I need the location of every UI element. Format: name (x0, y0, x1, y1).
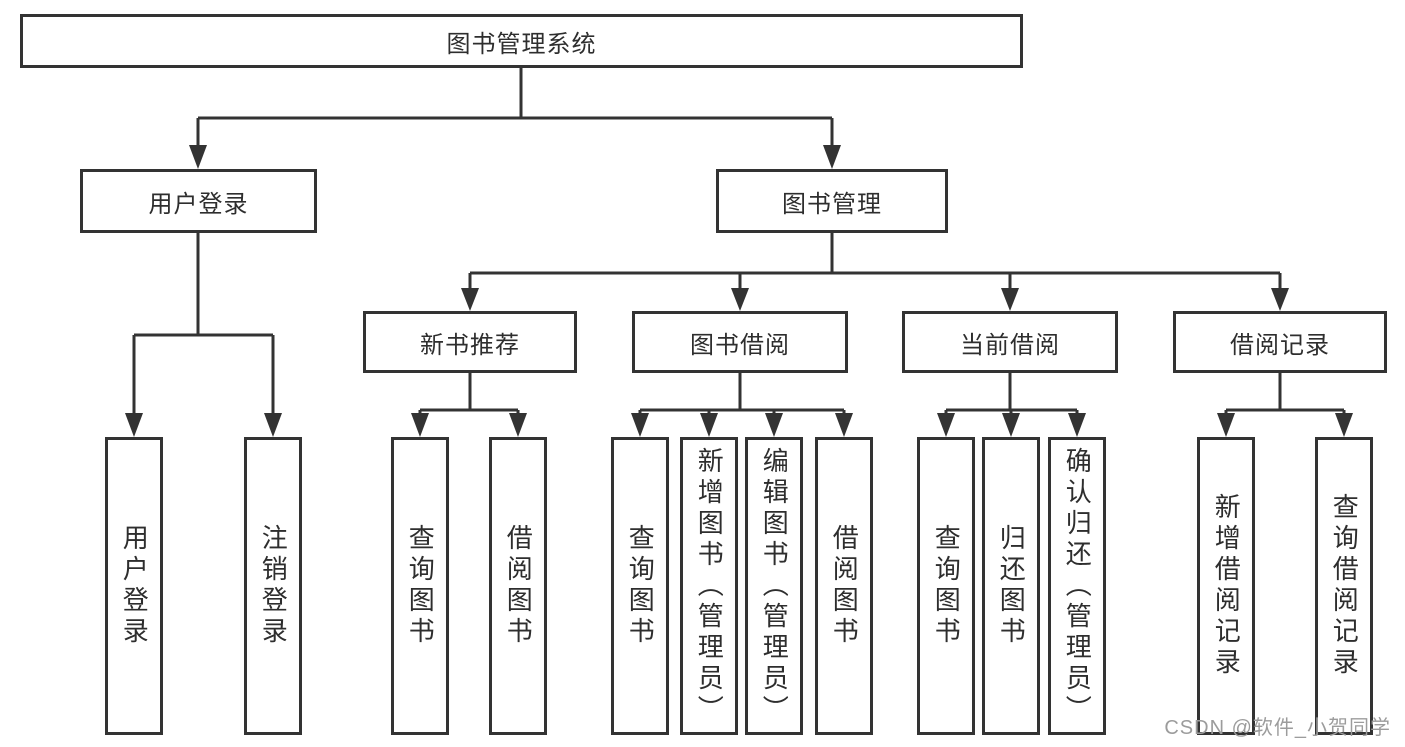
connector-user-login-children (132, 233, 275, 414)
arrowhead-book-borrow (731, 288, 749, 311)
arrowhead-cb-query (937, 413, 955, 437)
arrowhead-leaf-logout (264, 413, 282, 437)
arrowhead-borrow-record (1271, 288, 1289, 311)
arrowhead-cb-confirm (1068, 413, 1086, 437)
arrowhead-book-management (823, 145, 841, 169)
node-book-borrow-label: 图书借阅 (690, 331, 790, 359)
leaf-nb-borrow-book: 借阅图书 (489, 437, 547, 735)
arrowhead-br-query (1335, 413, 1353, 437)
leaf-nb-query-book: 查询图书 (391, 437, 449, 735)
node-root-label: 图书管理系统 (446, 30, 597, 58)
arrowhead-nb-query (411, 413, 429, 437)
leaf-user-login-label: 用户登录 (119, 524, 150, 648)
node-book-management-label: 图书管理 (782, 190, 882, 218)
leaf-bb-query-book-label: 查询图书 (625, 524, 656, 648)
arrowhead-bb-edit (765, 413, 783, 437)
leaf-nb-query-book-label: 查询图书 (405, 524, 436, 648)
connector-borrow-record-children (1224, 373, 1346, 415)
node-root-system: 图书管理系统 (20, 14, 1023, 68)
leaf-cb-return-book-label: 归还图书 (996, 524, 1027, 648)
leaf-br-add-record: 新增借阅记录 (1197, 437, 1255, 735)
arrowhead-bb-query (631, 413, 649, 437)
arrowhead-br-add (1217, 413, 1235, 437)
node-current-borrow-label: 当前借阅 (960, 331, 1060, 359)
node-borrow-record: 借阅记录 (1173, 311, 1387, 373)
leaf-nb-borrow-book-label: 借阅图书 (503, 524, 534, 648)
leaf-br-query-record: 查询借阅记录 (1315, 437, 1373, 735)
csdn-watermark: CSDN @软件_小贺同学 (1164, 717, 1391, 739)
leaf-bb-edit-book-admin: 编辑图书（管理员） (745, 437, 803, 735)
leaf-bb-add-book-admin-label: 新增图书（管理员） (694, 446, 725, 726)
leaf-cb-query-book: 查询图书 (917, 437, 975, 735)
leaf-cb-confirm-return-admin: 确认归还（管理员） (1048, 437, 1106, 735)
leaf-cb-confirm-return-admin-label: 确认归还（管理员） (1062, 446, 1093, 726)
leaf-logout-label: 注销登录 (258, 524, 289, 648)
leaf-bb-borrow-book-label: 借阅图书 (829, 524, 860, 648)
leaf-user-login: 用户登录 (105, 437, 163, 735)
leaf-bb-query-book: 查询图书 (611, 437, 669, 735)
arrowhead-user-login (189, 145, 207, 169)
node-user-login: 用户登录 (80, 169, 317, 233)
node-user-login-label: 用户登录 (148, 190, 249, 218)
leaf-bb-add-book-admin: 新增图书（管理员） (680, 437, 738, 735)
node-book-management: 图书管理 (716, 169, 948, 233)
node-new-book-recommend: 新书推荐 (363, 311, 577, 373)
arrowhead-leaf-login (125, 413, 143, 437)
connector-current-borrow-children (944, 373, 1079, 415)
arrowhead-new-book (461, 288, 479, 311)
arrowhead-bb-add (700, 413, 718, 437)
arrowhead-bb-borrow (835, 413, 853, 437)
node-book-borrow: 图书借阅 (632, 311, 848, 373)
leaf-cb-query-book-label: 查询图书 (931, 524, 962, 648)
leaf-br-add-record-label: 新增借阅记录 (1211, 493, 1242, 679)
node-current-borrow: 当前借阅 (902, 311, 1118, 373)
arrowhead-nb-borrow (509, 413, 527, 437)
arrowhead-cb-return (1002, 413, 1020, 437)
connector-new-book-children (418, 373, 520, 415)
connector-book-borrow-children (638, 373, 846, 415)
leaf-cb-return-book: 归还图书 (982, 437, 1040, 735)
connector-root-to-level2 (196, 68, 834, 148)
node-borrow-record-label: 借阅记录 (1230, 331, 1330, 359)
arrowhead-current-borrow (1001, 288, 1019, 311)
leaf-logout: 注销登录 (244, 437, 302, 735)
leaf-br-query-record-label: 查询借阅记录 (1329, 493, 1360, 679)
node-new-book-recommend-label: 新书推荐 (420, 331, 520, 359)
leaf-bb-edit-book-admin-label: 编辑图书（管理员） (759, 446, 790, 726)
leaf-bb-borrow-book: 借阅图书 (815, 437, 873, 735)
connector-book-management-children (468, 233, 1282, 290)
